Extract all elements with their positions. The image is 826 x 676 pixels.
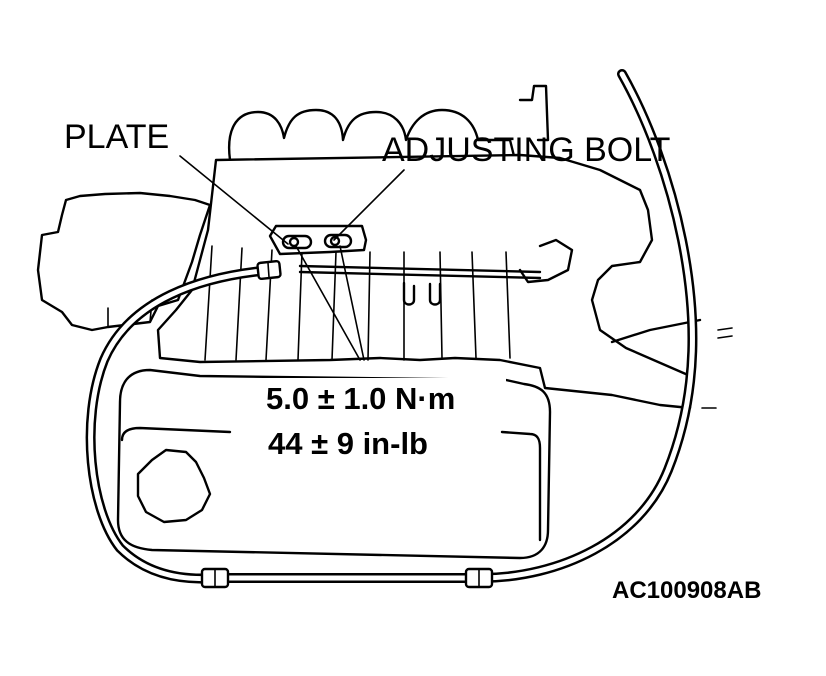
torque-spec-metric: 5.0 ± 1.0 N·m: [266, 381, 455, 416]
figure-code: AC100908AB: [612, 577, 761, 604]
manifold-runners: [227, 108, 516, 162]
plate-label: PLATE: [64, 118, 169, 156]
throttle-rod: [298, 264, 542, 280]
torque-spec-imperial: 44 ± 9 in-lb: [268, 426, 428, 461]
leader-lines: [179, 155, 405, 361]
adjusting-bolt-label: ADJUSTING BOLT: [382, 131, 670, 169]
plate: [268, 224, 368, 256]
accelerator-cable: [85, 69, 698, 589]
manifold-plenum: [156, 84, 733, 410]
surge-tank: [116, 368, 552, 560]
